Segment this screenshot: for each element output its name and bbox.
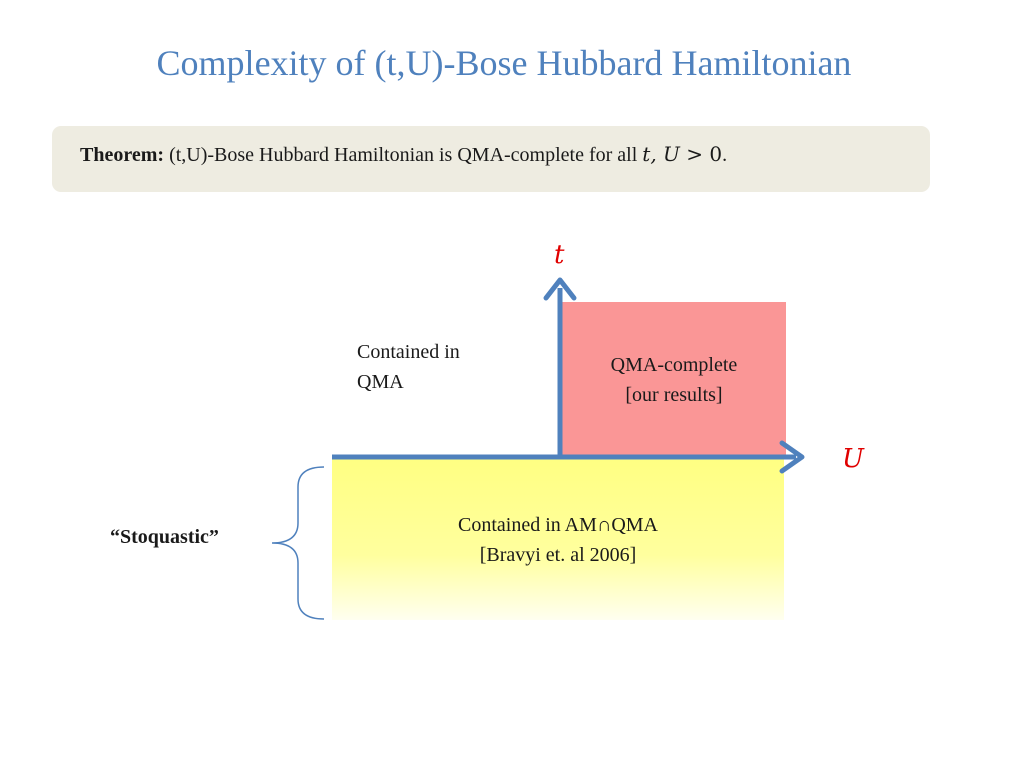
t-axis-arrowhead	[543, 277, 577, 301]
am-qma-label: Contained in AM∩QMA [Bravyi et. al 2006]	[392, 510, 724, 570]
contained-in-qma-label: Contained in QMA	[357, 337, 460, 397]
slide-title: Complexity of (t,U)-Bose Hubbard Hamilto…	[156, 43, 852, 83]
t-axis-label: t	[554, 240, 565, 270]
theorem-math-relation: > 0	[679, 142, 723, 166]
stoquastic-brace	[271, 466, 325, 620]
theorem-math-variables: t, U	[642, 142, 680, 166]
u-axis-arrowhead	[779, 440, 805, 474]
theorem-box: Theorem: (t,U)-Bose Hubbard Hamiltonian …	[52, 126, 930, 192]
contained-in-qma-line1: Contained in	[357, 341, 460, 363]
u-axis-label: U	[842, 444, 864, 474]
theorem-statement: Theorem: (t,U)-Bose Hubbard Hamiltonian …	[80, 142, 727, 167]
qma-complete-region	[562, 302, 786, 456]
stoquastic-region	[332, 458, 784, 620]
qma-complete-line1: QMA-complete	[610, 354, 738, 376]
contained-in-qma-line2: QMA	[357, 371, 404, 393]
qma-complete-label: QMA-complete [our results]	[562, 350, 786, 410]
theorem-end: .	[722, 144, 728, 166]
am-qma-line1: Contained in AM∩QMA	[458, 514, 658, 536]
am-qma-line2: [Bravyi et. al 2006]	[479, 544, 637, 566]
stoquastic-label: “Stoquastic”	[110, 526, 219, 548]
theorem-text: (t,U)-Bose Hubbard Hamiltonian is QMA-co…	[164, 144, 643, 166]
theorem-label: Theorem:	[80, 144, 165, 166]
qma-complete-line2: [our results]	[625, 384, 723, 406]
